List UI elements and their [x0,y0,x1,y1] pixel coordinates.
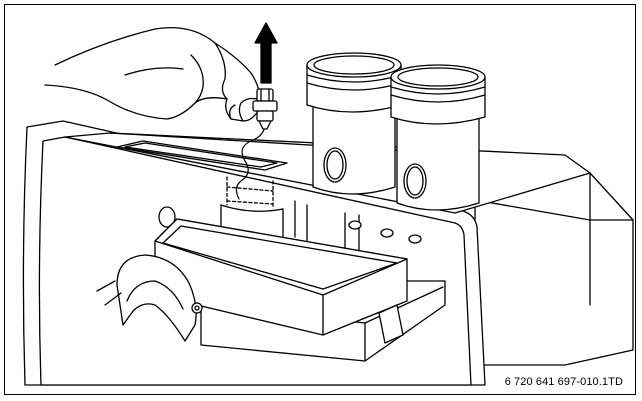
hand-icon [45,28,260,121]
plug-icon [253,89,277,129]
technical-illustration: 6 720 641 697-010.1TD [4,4,636,395]
burner-unit [155,219,445,361]
up-arrow-icon [255,23,277,83]
flue-pipe-right [391,65,485,210]
probe-cable [236,119,265,199]
figure-reference-code: 6 720 641 697-010.1TD [504,376,623,388]
flue-pipe-left [307,53,401,194]
duct-hose [97,255,202,341]
boiler-drawing [5,5,637,396]
